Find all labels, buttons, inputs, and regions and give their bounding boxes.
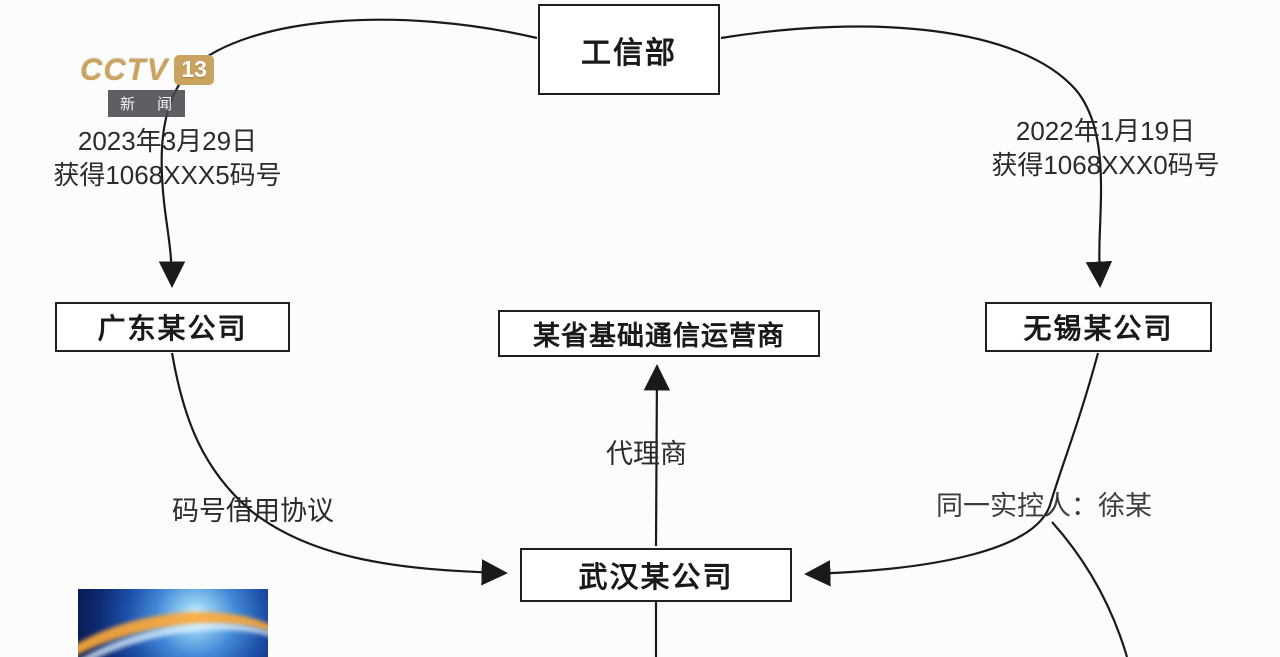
news-globe-graphic xyxy=(78,589,268,657)
channel-logo-row: CCTV 13 xyxy=(80,52,214,88)
label-left-grant-date-line1: 2023年3月29日 xyxy=(77,126,258,156)
node-ministry: 工信部 xyxy=(538,4,720,95)
label-same-controller: 同一实控人：徐某 xyxy=(936,491,1152,521)
label-right-grant-date: 2022年1月19日 获得1068XXX0码号 xyxy=(978,114,1233,182)
node-guangdong-company: 广东某公司 xyxy=(55,302,290,352)
node-wuxi-company: 无锡某公司 xyxy=(985,302,1212,352)
edge-wuxi-wuhan xyxy=(804,352,1100,587)
edge-offscreen-bottom-right xyxy=(1051,521,1129,657)
channel-number-badge: 13 xyxy=(174,55,214,85)
channel-subtitle: 新 闻 xyxy=(108,90,186,117)
label-right-grant-date-line1: 2022年1月19日 xyxy=(1015,116,1196,146)
label-right-grant-date-line2: 获得1068XXX0码号 xyxy=(991,150,1220,180)
cctv-logo-text: CCTV xyxy=(80,52,169,87)
label-code-borrow-agreement: 码号借用协议 xyxy=(172,496,334,526)
channel-logo: CCTV 13 新 闻 xyxy=(80,52,214,117)
node-wuhan-company: 武汉某公司 xyxy=(520,548,792,602)
label-agent: 代理商 xyxy=(606,439,687,469)
node-telecom-operator: 某省基础通信运营商 xyxy=(498,310,820,357)
label-left-grant-date: 2023年3月29日 获得1068XXX5码号 xyxy=(40,124,295,192)
label-left-grant-date-line2: 获得1068XXX5码号 xyxy=(53,160,282,190)
edge-guangdong-wuhan xyxy=(170,352,508,586)
